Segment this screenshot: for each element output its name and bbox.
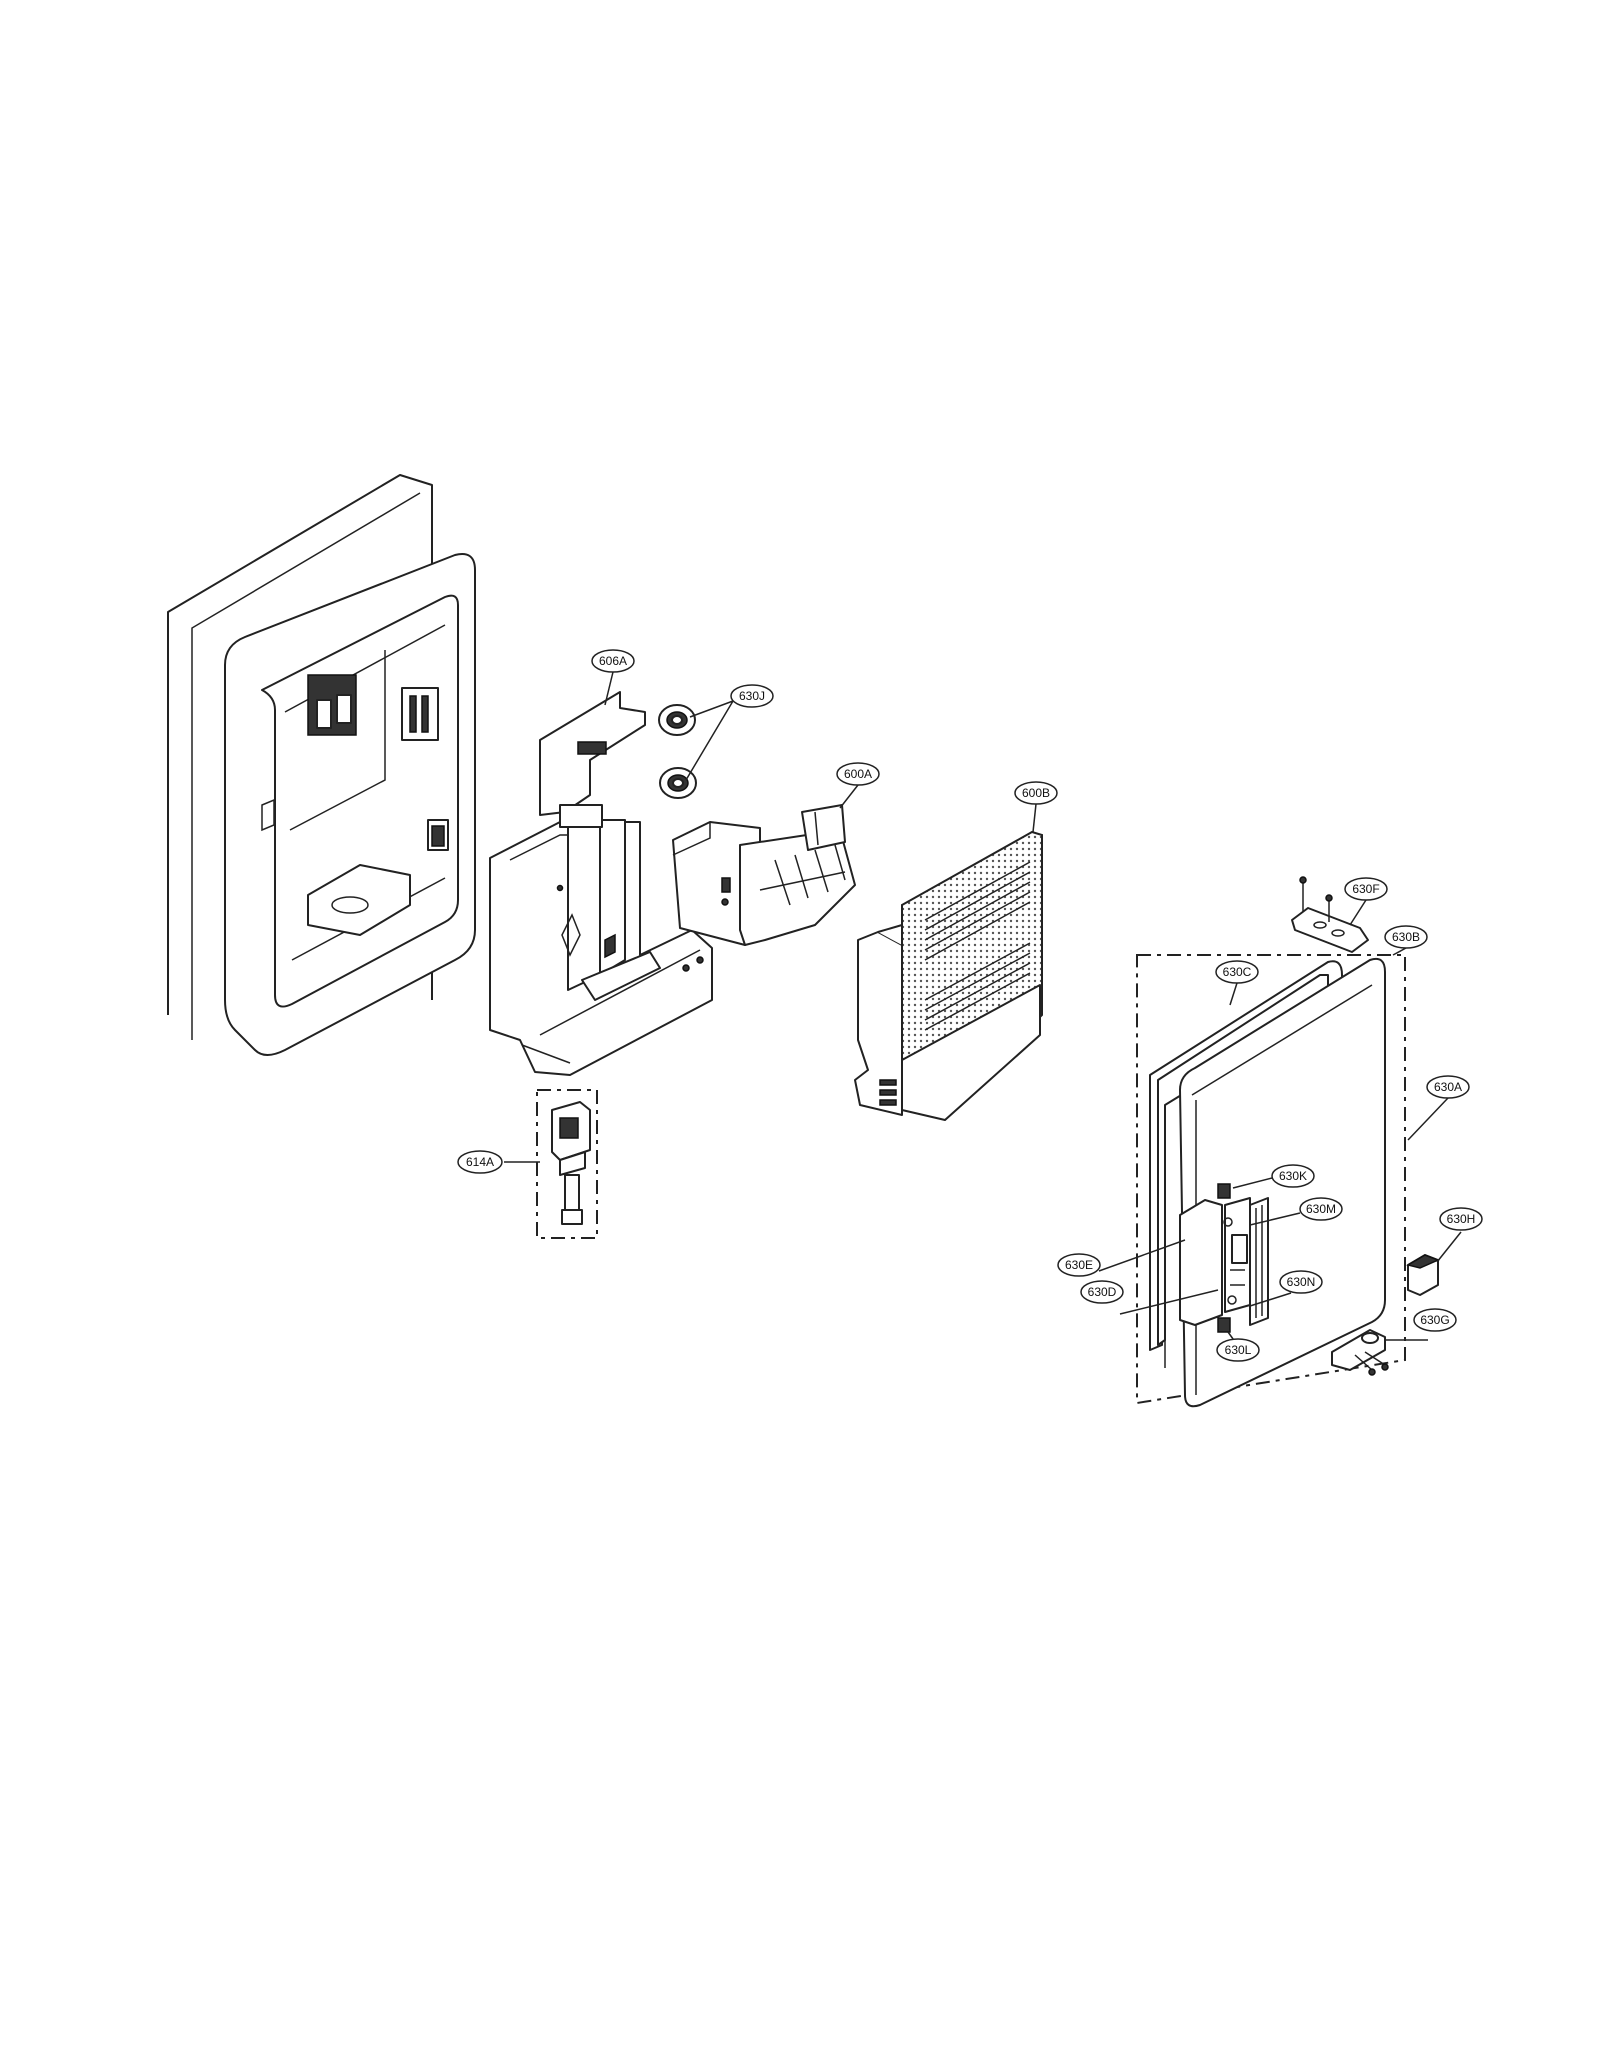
svg-text:630E: 630E <box>1065 1258 1093 1272</box>
svg-text:600A: 600A <box>844 767 872 781</box>
callout-630A: 630A <box>1426 1075 1470 1099</box>
svg-text:630L: 630L <box>1225 1343 1252 1357</box>
refrigerator-door <box>167 474 476 1056</box>
ice-bin-cover <box>854 830 1043 1121</box>
svg-text:630J: 630J <box>739 689 765 703</box>
svg-text:614A: 614A <box>466 1155 494 1169</box>
cover-side-slots <box>879 1079 897 1106</box>
svg-text:630K: 630K <box>1279 1169 1307 1183</box>
cover-vent-slots <box>924 861 1031 1031</box>
callout-630N: 630N <box>1279 1270 1323 1294</box>
knob-lower <box>659 767 697 799</box>
svg-text:606A: 606A <box>599 654 627 668</box>
callout-630G: 630G <box>1413 1308 1457 1332</box>
callout-630L: 630L <box>1216 1338 1260 1362</box>
callout-630M: 630M <box>1299 1197 1343 1221</box>
solenoid-assembly <box>536 1089 598 1239</box>
callout-630J: 630J <box>730 684 774 708</box>
lower-hinge <box>1331 1329 1389 1376</box>
svg-text:630F: 630F <box>1352 882 1379 896</box>
svg-text:630N: 630N <box>1287 1275 1316 1289</box>
svg-text:630M: 630M <box>1306 1202 1336 1216</box>
callout-630F: 630F <box>1344 877 1388 901</box>
callout-614A: 614A <box>457 1150 503 1174</box>
hinge-plate <box>1291 876 1369 953</box>
spring-lower <box>1217 1317 1231 1333</box>
callout-600B: 600B <box>1014 781 1058 805</box>
svg-text:600B: 600B <box>1022 786 1050 800</box>
callout-630E: 630E <box>1057 1253 1101 1277</box>
knob-upper <box>658 704 696 736</box>
callout-630D: 630D <box>1080 1280 1124 1304</box>
callout-630H: 630H <box>1439 1207 1483 1231</box>
svg-text:630C: 630C <box>1223 965 1252 979</box>
dispenser-frame <box>489 691 713 1076</box>
door-handle-bracket <box>1179 1197 1251 1326</box>
spring-upper <box>1217 1183 1231 1199</box>
leader-lines <box>504 671 1462 1358</box>
svg-text:630D: 630D <box>1088 1285 1117 1299</box>
callout-630C: 630C <box>1215 960 1259 984</box>
callout-630B: 630B <box>1384 925 1428 949</box>
callout-600A: 600A <box>836 762 880 786</box>
svg-text:630A: 630A <box>1434 1080 1462 1094</box>
svg-text:630H: 630H <box>1447 1212 1476 1226</box>
callout-630K: 630K <box>1271 1164 1315 1188</box>
svg-text:630G: 630G <box>1420 1313 1449 1327</box>
hinge-cap <box>1406 1254 1440 1296</box>
callout-606A: 606A <box>591 649 635 673</box>
door-rail <box>1249 1197 1269 1326</box>
svg-text:630B: 630B <box>1392 930 1420 944</box>
ice-maker <box>672 804 856 946</box>
